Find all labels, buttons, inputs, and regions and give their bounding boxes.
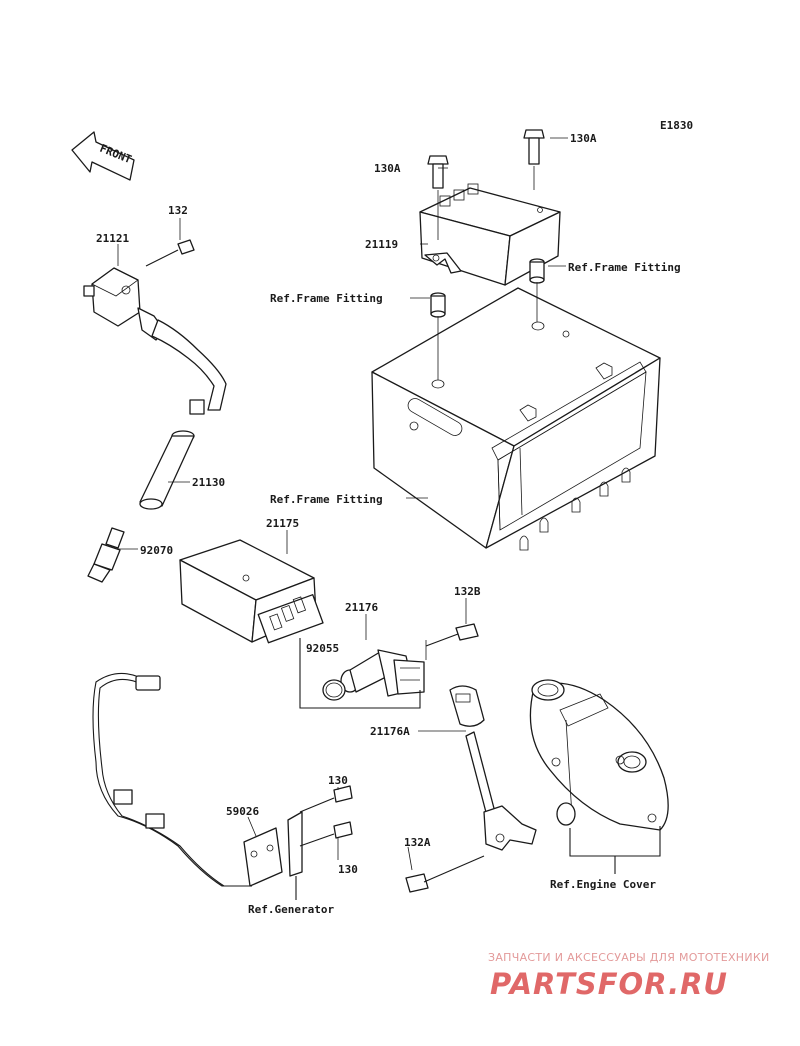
watermark-logo-text: PARTSFOR.RU [490,967,728,1001]
callout-130a-right: 130A [570,132,597,145]
bolt-130-top [299,785,353,813]
regulator-21119 [419,183,561,286]
callout-21121: 21121 [96,232,129,245]
bolt-130a-right [523,129,545,165]
bracket-59026 [243,827,283,887]
callout-92070: 92070 [140,544,173,557]
callout-21175: 21175 [266,517,299,530]
watermark: ЗАПЧАСТИ И АКСЕССУАРЫ ДЛЯ МОТОТЕХНИКИ PA… [488,951,770,1001]
plug-cap-21130 [139,430,195,510]
callout-21130: 21130 [192,476,225,489]
frame-fitting-box [371,287,661,551]
callout-130-top: 130 [328,774,348,787]
callout-21119: 21119 [365,238,398,251]
diagram-code: E1830 [660,119,693,132]
sensor-21176 [340,649,425,697]
wire-harness [92,672,252,887]
front-arrow-icon: FRONT [71,131,135,181]
bolt-130a-left [427,155,449,189]
spark-plug-92070 [87,527,125,583]
callout-ref-frame-fitting-left: Ref.Frame Fitting [270,292,383,305]
bolt-132 [145,239,195,267]
ignition-coil-21121 [83,267,227,415]
callout-132: 132 [168,204,188,217]
callout-130a-left: 130A [374,162,401,175]
bolt-132a [405,855,485,893]
collar-left [430,292,446,318]
callout-21176a: 21176A [370,725,410,738]
sensor-21176a [449,685,537,851]
engine-cover-o-ring [556,802,576,826]
callout-ref-frame-fitting-right: Ref.Frame Fitting [568,261,681,274]
engine-cover [529,679,669,831]
guide-plate [287,811,303,877]
callout-59026: 59026 [226,805,259,818]
callout-132b: 132B [454,585,481,598]
watermark-tagline: ЗАПЧАСТИ И АКСЕССУАРЫ ДЛЯ МОТОТЕХНИКИ [488,951,770,964]
cdi-unit-21175 [179,539,324,644]
callout-ref-engine-cover: Ref.Engine Cover [550,878,656,891]
bolt-130-bottom [299,821,353,847]
bolt-132b [425,623,479,647]
callout-132a: 132A [404,836,431,849]
callout-ref-generator: Ref.Generator [248,903,334,916]
callout-ref-frame-fitting-bottom: Ref.Frame Fitting [270,493,383,506]
callout-92055: 92055 [306,642,339,655]
o-ring-92055 [322,679,346,701]
callout-21176: 21176 [345,601,378,614]
collar-right [529,258,545,284]
callout-130-bottom: 130 [338,863,358,876]
